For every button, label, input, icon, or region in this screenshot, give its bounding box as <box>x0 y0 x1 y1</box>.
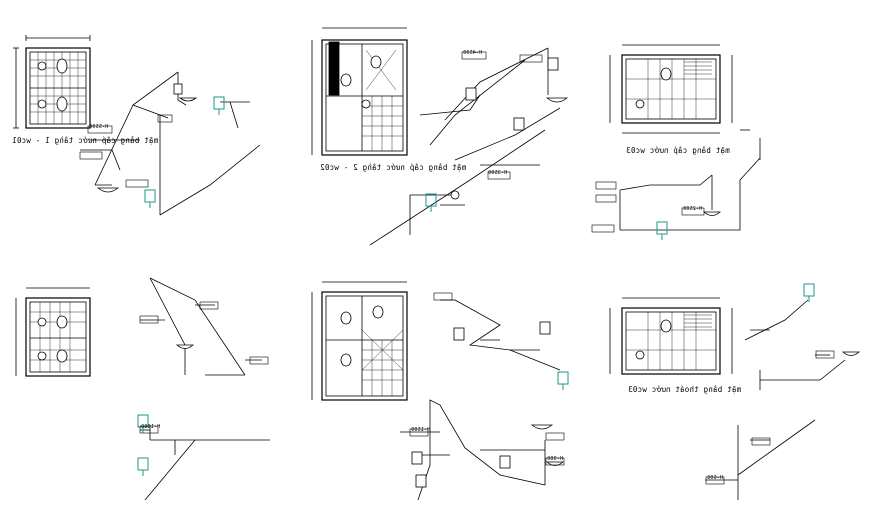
floor-plan-wc01 <box>13 35 91 129</box>
washbasin-icon <box>635 99 645 109</box>
water-heater-icon <box>557 371 569 385</box>
toilet-icon <box>465 87 477 101</box>
toilet-icon <box>411 451 423 465</box>
toilet-icon <box>340 311 352 325</box>
riser-diagram-5a <box>440 299 561 371</box>
level-label: H-4500 <box>463 50 483 56</box>
toilet-icon <box>415 474 427 488</box>
floor-plan-wc01-drain <box>15 287 91 377</box>
water-heater-icon <box>547 57 559 71</box>
washbasin-icon <box>361 99 371 109</box>
washbasin-icon <box>545 97 569 103</box>
toilet-icon <box>173 83 183 95</box>
floor-plan-wc02 <box>311 27 408 156</box>
toilet-icon <box>340 353 352 367</box>
toilet-icon <box>660 67 672 81</box>
washbasin-icon <box>96 187 120 193</box>
toilet-icon <box>56 58 68 74</box>
toilet-icon <box>499 455 511 469</box>
toilet-icon <box>56 96 68 112</box>
level-label: H-1800 <box>141 424 161 430</box>
riser-diagram-4b <box>140 425 270 501</box>
caption-plan-3: mặt bằng cấp nước wc03 <box>626 146 730 155</box>
level-label: H-1500 <box>411 427 431 433</box>
level-label: H-5500 <box>89 124 109 130</box>
caption-plan-6: mặt bằng thoát nước wc03 <box>628 385 742 394</box>
riser-diagram-6 <box>705 299 861 500</box>
toilet-icon <box>56 349 68 363</box>
water-heater-icon <box>213 96 225 110</box>
washbasin-icon <box>37 351 47 361</box>
tile-grid <box>30 302 86 372</box>
water-heater-icon <box>144 189 156 203</box>
level-tags <box>79 51 835 485</box>
washbasin-icon <box>545 461 565 466</box>
level-label: H-900 <box>547 456 564 462</box>
caption-plan-1: mặt bằng cấp nước tầng 1 - wc01 <box>12 136 159 145</box>
toilet-icon <box>370 55 382 69</box>
toilet-icon <box>340 73 352 87</box>
floor-plan-wc02-drain <box>311 281 408 401</box>
riser-diagram-2 <box>369 47 569 246</box>
washbasin-icon <box>178 97 198 102</box>
toilet-icon <box>660 319 672 333</box>
riser-diagram-4a <box>140 277 262 376</box>
washbasin-icon <box>37 99 47 109</box>
washbasin-icon <box>450 190 460 200</box>
toilet-icon <box>56 315 68 329</box>
riser-diagram-1 <box>80 71 261 216</box>
water-heater-icon <box>425 193 437 207</box>
tile-grid <box>362 49 403 151</box>
toilet-icon <box>372 305 384 319</box>
washbasin-icon <box>841 351 861 356</box>
level-label: H-600 <box>707 475 724 481</box>
water-heater-icon <box>656 221 668 235</box>
fixture-symbols <box>137 96 815 476</box>
caption-plan-2: mặt bằng cấp nước tầng 2 - wc02 <box>320 163 467 172</box>
level-label: H-3500 <box>488 170 508 176</box>
washbasin-icon <box>175 344 195 349</box>
riser-diagram-3 <box>619 129 761 231</box>
toilet-icon <box>539 321 551 335</box>
washbasin-icon <box>702 211 722 216</box>
toilet-icon <box>513 117 525 131</box>
washbasin-icon <box>635 350 645 360</box>
washbasin-icon <box>37 61 47 71</box>
tile-grid <box>361 329 404 396</box>
washbasin-icon <box>530 424 554 430</box>
riser-diagram-5b <box>400 399 565 501</box>
water-heater-icon <box>803 283 815 297</box>
floor-plan-wc03 <box>609 44 733 134</box>
water-heater-icon <box>137 457 149 471</box>
level-label: H-2500 <box>683 206 703 212</box>
toilet-icon <box>453 327 465 341</box>
tile-grid <box>626 312 716 370</box>
tile-grid <box>626 59 716 119</box>
washbasin-icon <box>37 317 47 327</box>
floor-plan-wc03-drain <box>609 297 733 375</box>
